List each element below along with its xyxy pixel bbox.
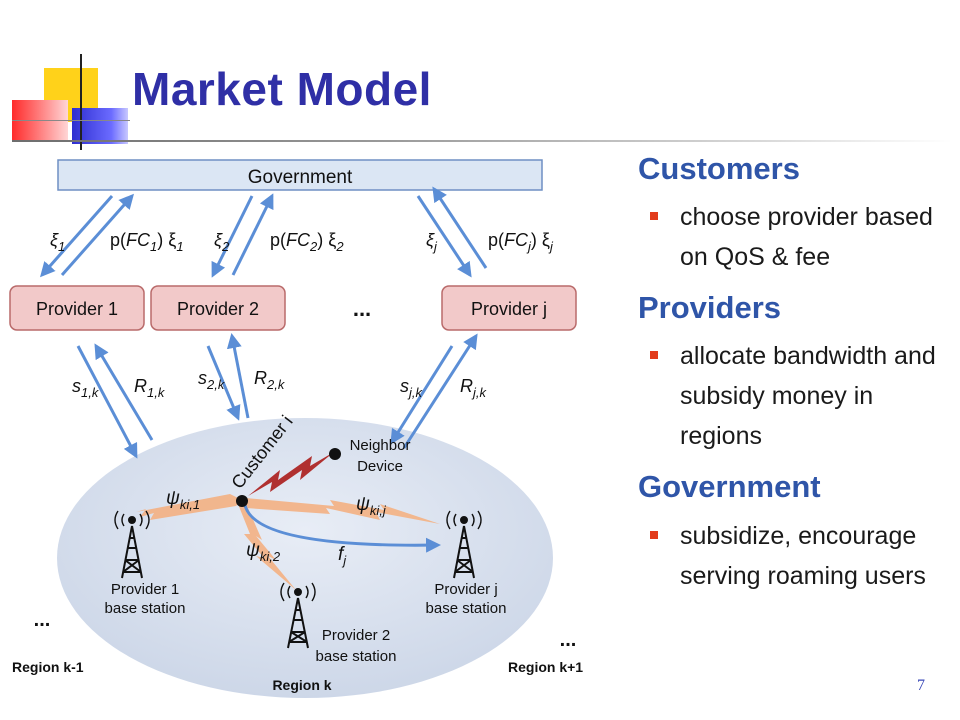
region-right-ellipsis: ... bbox=[560, 629, 577, 651]
pfc-1-label: p(FC1) ξ1 bbox=[110, 230, 184, 254]
provider-region-arrows bbox=[76, 333, 478, 459]
arrow-region-to-p1 bbox=[94, 343, 154, 441]
section-heading-providers: Providers bbox=[638, 290, 782, 326]
r-2k-label: R2,k bbox=[254, 368, 286, 392]
s-1k-label: s1,k bbox=[72, 376, 100, 400]
provider-ellipsis: ... bbox=[353, 296, 371, 321]
station-1-label-line2: base station bbox=[105, 600, 186, 617]
providers-bullet-1: allocate bandwidth and subsidy money in … bbox=[650, 336, 950, 456]
region-k-area bbox=[57, 418, 553, 698]
arrow-region-to-p2 bbox=[226, 333, 250, 419]
neighbor-label-line2: Device bbox=[357, 458, 403, 475]
arrow-p1-to-region bbox=[76, 345, 138, 459]
station-2-label-line2: base station bbox=[316, 648, 397, 665]
tower-j-icon bbox=[446, 510, 482, 579]
beam-to-station-2 bbox=[238, 504, 296, 590]
region-prev-label: Region k-1 bbox=[12, 659, 84, 675]
beam-to-station-1 bbox=[136, 494, 242, 520]
psi-kij-label: ψki,j bbox=[356, 494, 387, 518]
tower-1-icon bbox=[114, 510, 150, 579]
title-divider bbox=[12, 140, 952, 142]
signal-beams bbox=[136, 494, 440, 590]
xi-2-label: ξ2 bbox=[214, 230, 230, 254]
provider-2-label: Provider 2 bbox=[177, 299, 259, 319]
provider-2-box bbox=[150, 285, 286, 331]
arrow-p1-to-gov bbox=[60, 193, 134, 276]
government-box bbox=[57, 159, 543, 191]
s-2k-label: s2,k bbox=[198, 368, 226, 392]
decor-red-square bbox=[12, 100, 68, 142]
region-left-ellipsis: ... bbox=[34, 609, 51, 631]
station-2-label-line1: Provider 2 bbox=[322, 627, 390, 644]
section-government: Government subsidize, encourage serving … bbox=[638, 468, 950, 595]
gov-provider-arrows bbox=[40, 186, 488, 278]
government-label: Government bbox=[248, 167, 353, 188]
section-heading-government: Government bbox=[638, 469, 821, 505]
r-1k-label: R1,k bbox=[134, 376, 166, 400]
station-j-label-line1: Provider j bbox=[434, 581, 497, 598]
decor-vertical-line bbox=[80, 54, 82, 150]
fj-label: fj bbox=[338, 544, 347, 568]
provider-j-box bbox=[441, 285, 577, 331]
beam-to-station-j bbox=[246, 498, 440, 524]
arrow-pj-to-region bbox=[390, 345, 454, 445]
actor-description-panel: Customers choose provider based on QoS &… bbox=[638, 150, 950, 608]
s-jk-label: sj,k bbox=[400, 376, 424, 400]
section-customers: Customers choose provider based on QoS &… bbox=[638, 150, 950, 277]
section-heading-customers: Customers bbox=[638, 151, 800, 186]
provider-1-label: Provider 1 bbox=[36, 299, 118, 319]
provider-1-box bbox=[9, 285, 145, 331]
psi-ki1-label: ψki,1 bbox=[166, 488, 200, 512]
interference-bolt bbox=[248, 452, 334, 496]
page-number: 7 bbox=[917, 677, 925, 694]
customers-bullets: choose provider based on QoS & fee bbox=[638, 197, 950, 277]
psi-ki2-label: ψki,2 bbox=[246, 540, 281, 564]
neighbor-label-line1: Neighbor bbox=[350, 437, 411, 454]
station-j-label-line2: base station bbox=[426, 600, 507, 617]
fj-curve-arrow bbox=[243, 504, 441, 553]
customer-dot bbox=[236, 495, 248, 507]
pfc-j-label: p(FCj) ξj bbox=[488, 230, 554, 254]
slide-title: Market Model bbox=[132, 63, 432, 115]
xi-1-label: ξ1 bbox=[50, 230, 65, 254]
providers-bullets: allocate bandwidth and subsidy money in … bbox=[638, 336, 950, 456]
region-current-label: Region k bbox=[272, 677, 331, 693]
provider-j-label: Provider j bbox=[471, 299, 547, 319]
section-providers: Providers allocate bandwidth and subsidy… bbox=[638, 289, 950, 456]
arrow-region-to-pj bbox=[402, 333, 478, 449]
station-1-label-line1: Provider 1 bbox=[111, 581, 179, 598]
arrow-p2-to-region bbox=[206, 345, 241, 421]
arrow-gov-to-p1 bbox=[40, 195, 114, 278]
government-bullets: subsidize, encourage serving roaming use… bbox=[638, 516, 950, 596]
region-next-label: Region k+1 bbox=[508, 659, 583, 675]
arrow-p2-to-gov bbox=[231, 193, 274, 276]
arrow-gov-to-p2 bbox=[211, 195, 254, 278]
xi-j-label: ξj bbox=[426, 230, 438, 254]
decor-horizontal-line bbox=[12, 120, 130, 121]
pfc-2-label: p(FC2) ξ2 bbox=[270, 230, 344, 254]
neighbor-device-dot bbox=[329, 448, 341, 460]
customers-bullet-1: choose provider based on QoS & fee bbox=[650, 197, 950, 277]
tower-2-icon bbox=[280, 582, 316, 649]
arrow-gov-to-pj bbox=[416, 195, 472, 278]
arrow-pj-to-gov bbox=[432, 186, 488, 269]
government-bullet-1: subsidize, encourage serving roaming use… bbox=[650, 516, 950, 596]
r-jk-label: Rj,k bbox=[460, 376, 488, 400]
